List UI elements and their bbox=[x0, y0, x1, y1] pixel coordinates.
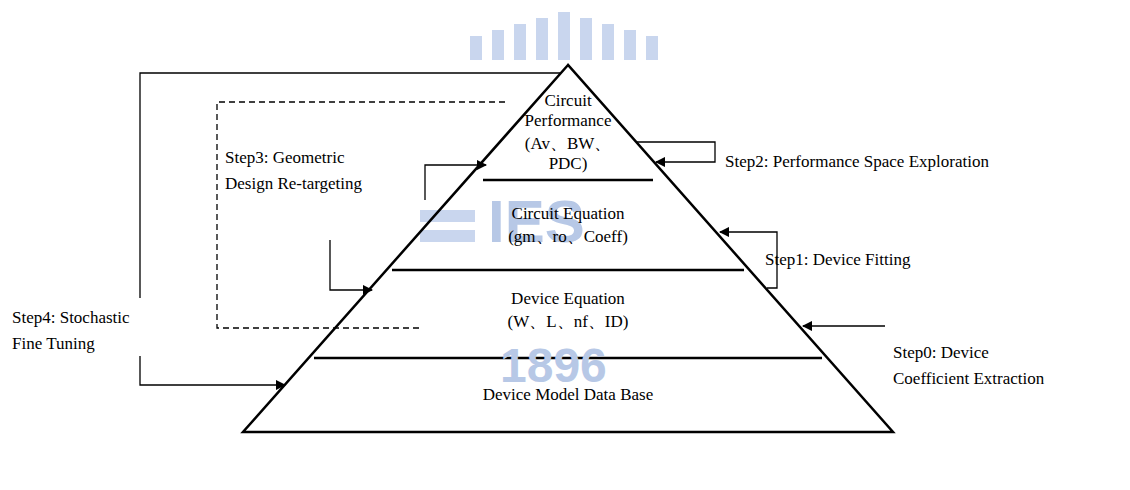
leader-arrow bbox=[425, 165, 486, 200]
band-title: Circuit Performance bbox=[518, 91, 618, 131]
step-label: Step3: Geometric Design Re-targeting bbox=[225, 145, 385, 197]
leader-arrow bbox=[140, 73, 560, 298]
pyramid-band: Device Equation (W、L、nf、ID) bbox=[508, 289, 629, 332]
watermark-ray bbox=[646, 36, 658, 60]
band-divider bbox=[483, 179, 653, 182]
leader-arrow bbox=[803, 325, 885, 326]
step-label: Step1: Device Fitting bbox=[765, 247, 910, 273]
band-title: Device Model Data Base bbox=[483, 385, 653, 405]
step-label: Step2: Performance Space Exploration bbox=[725, 149, 989, 175]
step-label: Step0: Device Coefficient Extraction bbox=[893, 340, 1061, 392]
pyramid-band: Circuit Performance(Av、BW、PDC) bbox=[518, 91, 618, 174]
watermark-ray bbox=[580, 18, 592, 60]
band-parameters: (gm、ro、Coeff) bbox=[508, 227, 628, 247]
leader-arrow bbox=[140, 356, 285, 385]
watermark-bar bbox=[420, 210, 475, 222]
watermark-ray bbox=[470, 36, 482, 60]
dashed-bracket bbox=[217, 102, 505, 328]
band-parameters: (Av、BW、PDC) bbox=[518, 134, 618, 174]
watermark-bar bbox=[420, 230, 475, 242]
pyramid-band: Circuit Equation (gm、ro、Coeff) bbox=[508, 204, 628, 247]
band-title: Device Equation bbox=[508, 289, 629, 309]
watermark-ray bbox=[624, 30, 636, 60]
pyramid-band: Device Model Data Base bbox=[483, 385, 653, 405]
watermark-ray bbox=[602, 24, 614, 60]
leader-arrow bbox=[636, 142, 715, 162]
watermark-ray bbox=[558, 12, 570, 60]
watermark-ray bbox=[514, 24, 526, 60]
watermark-ray bbox=[536, 18, 548, 60]
band-title: Circuit Equation bbox=[508, 204, 628, 224]
step-label: Step4: Stochastic Fine Tuning bbox=[12, 305, 138, 357]
band-divider bbox=[392, 269, 744, 272]
pyramid-outline bbox=[243, 65, 893, 432]
band-parameters: (W、L、nf、ID) bbox=[508, 312, 629, 332]
watermark: 1896 bbox=[500, 342, 607, 390]
watermark-ray bbox=[492, 30, 504, 60]
leader-arrow bbox=[330, 240, 372, 290]
